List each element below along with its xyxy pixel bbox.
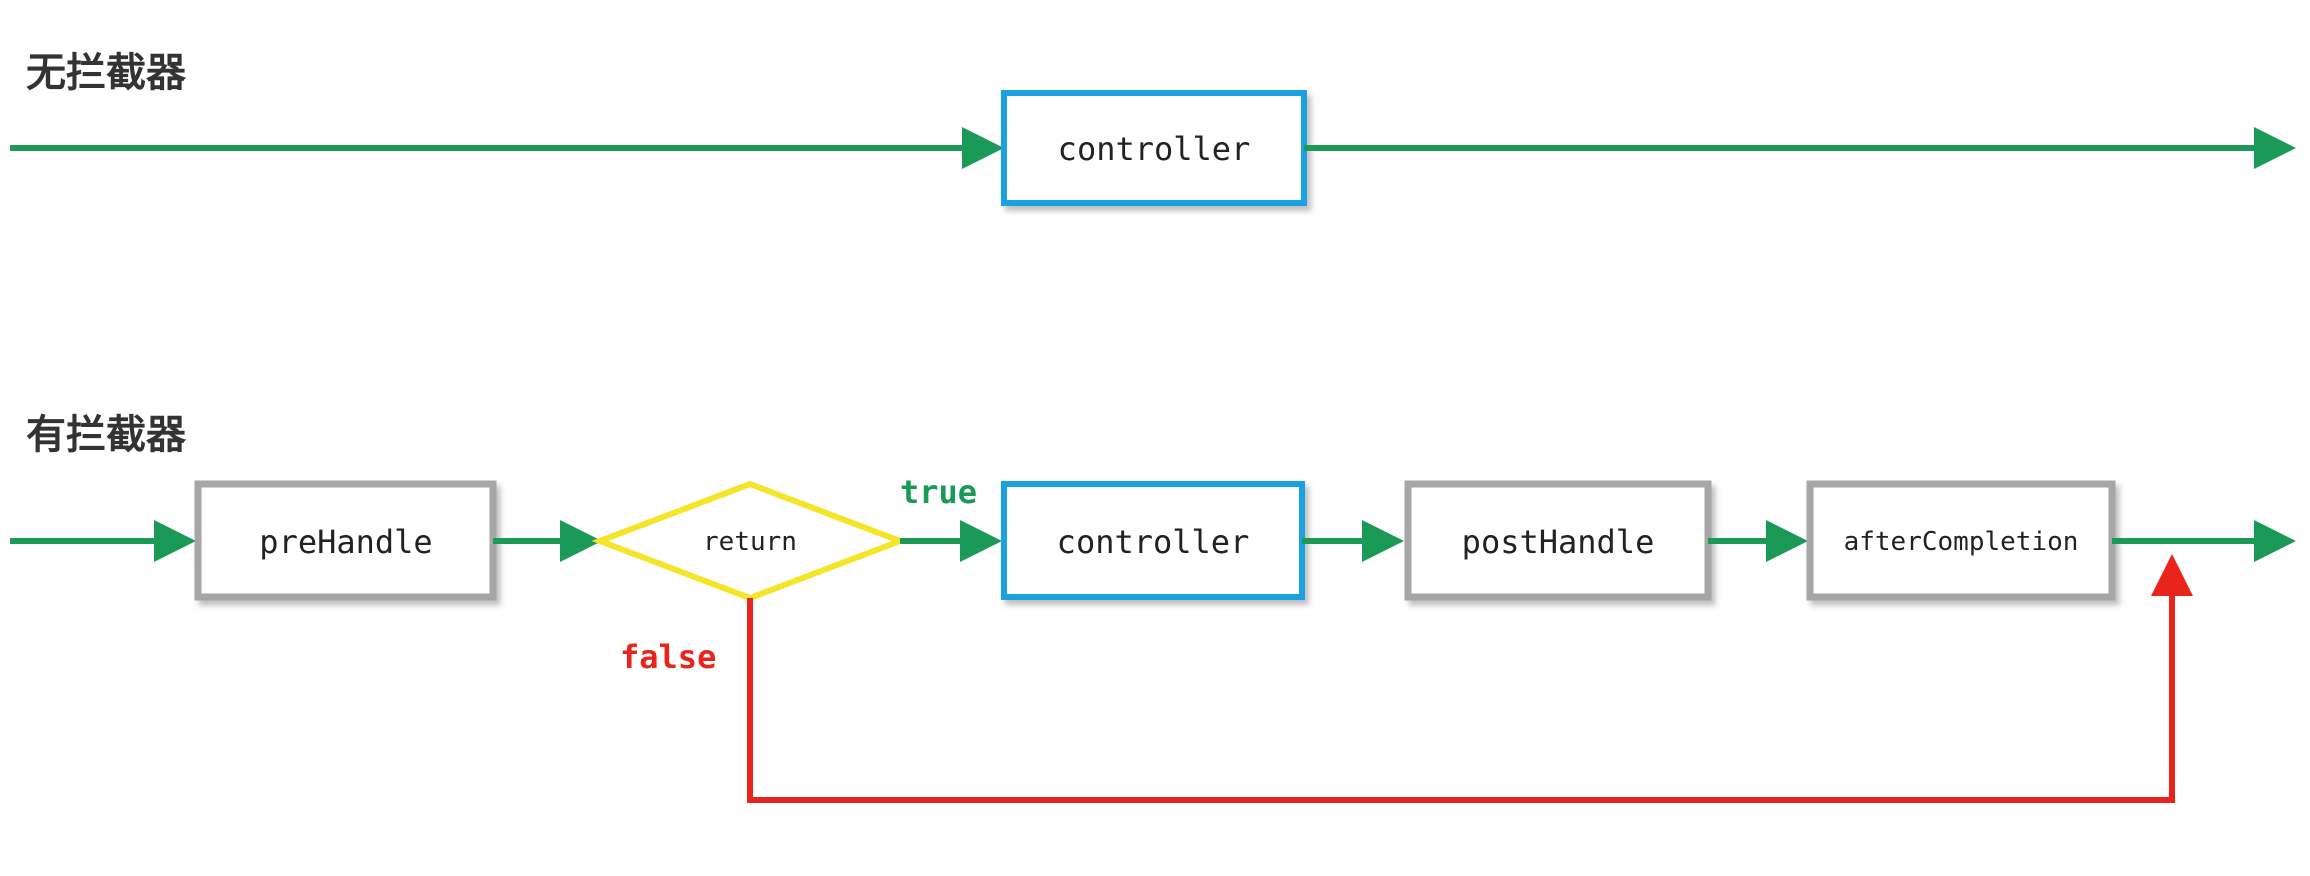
true-branch-label: true <box>900 473 977 511</box>
prehandle-box <box>194 480 497 601</box>
return-label: return <box>703 527 797 557</box>
posthandle-label: postHandle <box>1462 523 1655 561</box>
false-branch-label: false <box>620 638 716 676</box>
section-title-without-interceptor: 无拦截器 <box>26 50 187 96</box>
section-title-with-interceptor: 有拦截器 <box>26 412 187 458</box>
posthandle-box <box>1404 480 1712 601</box>
controller-label-with-interceptor: controller <box>1057 523 1250 561</box>
controller-label-without-interceptor: controller <box>1058 130 1251 168</box>
aftercompletion-label: afterCompletion <box>1844 527 2079 557</box>
prehandle-label: preHandle <box>259 523 432 561</box>
false-branch-path <box>747 554 2193 803</box>
controller-box-with-interceptor <box>1001 481 1305 600</box>
